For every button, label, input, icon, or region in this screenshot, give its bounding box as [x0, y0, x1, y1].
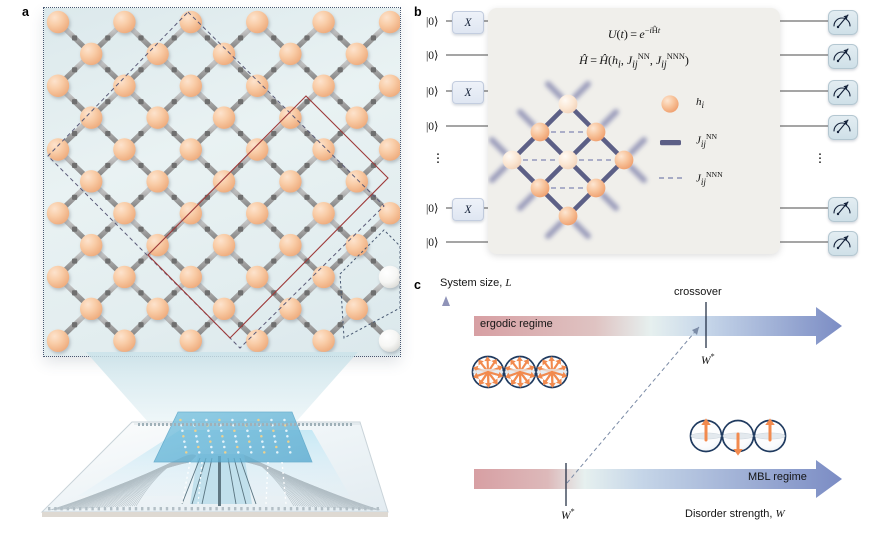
legend-label-h: hi	[696, 96, 705, 111]
x-gate-row-4[interactable]: X	[452, 198, 484, 221]
measurement-icon-row-1[interactable]	[828, 44, 858, 69]
ket-row-3: |0⟩	[426, 121, 439, 133]
panel-b-letter: b	[414, 5, 422, 19]
left-ellipsis: ···	[435, 145, 441, 170]
w-star-top-marker: W*	[701, 352, 715, 367]
measurement-icon-row-0[interactable]	[828, 10, 858, 35]
legend-circle-icon	[661, 95, 679, 113]
ket-row-0: |0⟩	[426, 16, 439, 28]
measurement-icon-row-5[interactable]	[828, 231, 858, 256]
ket-row-5: |0⟩	[426, 237, 439, 249]
panel-b: b |0⟩ |0⟩ |0⟩ |0⟩ |0⟩ |0⟩ X X X ··· ··· …	[410, 0, 891, 268]
legend-solid-line-icon	[660, 140, 681, 146]
y-axis-label: System size, L	[440, 277, 512, 289]
panel-c: c System size, L	[410, 266, 891, 539]
x-axis-label: Disorder strength, W	[685, 508, 785, 520]
x-gate-row-0[interactable]: X	[452, 11, 484, 34]
panel-a-letter: a	[22, 5, 29, 19]
measurement-icon-row-2[interactable]	[828, 80, 858, 105]
time-evolution-block: U(t) = e−iĤt Ĥ = Ĥ(hi, JijNN, JijNNN)	[488, 8, 780, 254]
legend-label-jnn: JijNN	[696, 132, 718, 149]
qubit-lattice-diagram	[43, 7, 401, 357]
phase-diagram-svg	[442, 296, 842, 506]
measurement-icon-row-4[interactable]	[828, 197, 858, 222]
ket-row-4: |0⟩	[426, 203, 439, 215]
lattice-svg	[46, 10, 400, 352]
legend-symbols	[659, 95, 682, 179]
ergodic-regime-label: ergodic regime	[480, 318, 553, 330]
panel-c-letter: c	[414, 278, 421, 292]
circuit-wires	[446, 20, 828, 243]
ket-row-1: |0⟩	[426, 50, 439, 62]
formula-hamiltonian: Ĥ = Ĥ(hi, JijNN, JijNNN)	[579, 52, 689, 71]
formula-unitary: U(t) = e−iĤt	[607, 26, 661, 41]
x-gate-row-2[interactable]: X	[452, 81, 484, 104]
ket-row-2: |0⟩	[426, 86, 439, 98]
w-star-bottom-marker: W*	[561, 507, 575, 522]
inset-lattice-svg	[489, 81, 647, 239]
legend-label-jnnn: JijNNN	[696, 170, 723, 187]
quantum-chip-illustration	[40, 411, 389, 517]
panel-a: a	[0, 0, 420, 539]
mbl-regime-label: MBL regime	[748, 471, 807, 483]
crossover-label: crossover	[674, 286, 722, 298]
measurement-icon-row-3[interactable]	[828, 115, 858, 140]
right-ellipsis: ···	[817, 145, 823, 170]
